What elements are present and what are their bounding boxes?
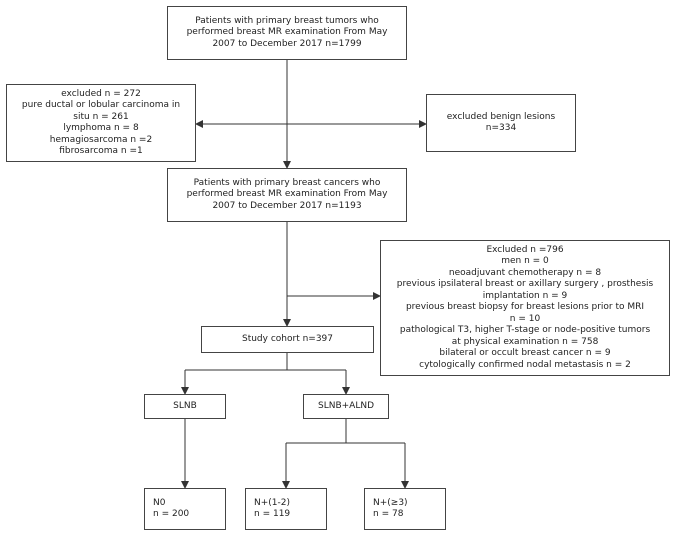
box-slnb-alnd: SLNB+ALND (303, 394, 389, 419)
box-n0: N0 n = 200 (144, 488, 226, 530)
box-slnb: SLNB (144, 394, 226, 419)
box-excluded-benign: excluded benign lesions n=334 (426, 94, 576, 152)
box-n-3-plus: N+(≥3) n = 78 (364, 488, 446, 530)
box-initial-population: Patients with primary breast tumors who … (167, 6, 407, 60)
box-excluded-left: excluded n = 272 pure ductal or lobular … (6, 84, 196, 162)
box-study-cohort: Study cohort n=397 (201, 326, 374, 353)
box-n-1-2: N+(1-2) n = 119 (245, 488, 327, 530)
box-breast-cancers: Patients with primary breast cancers who… (167, 168, 407, 222)
box-excluded-right: Excluded n =796 men n = 0 neoadjuvant ch… (380, 240, 670, 376)
